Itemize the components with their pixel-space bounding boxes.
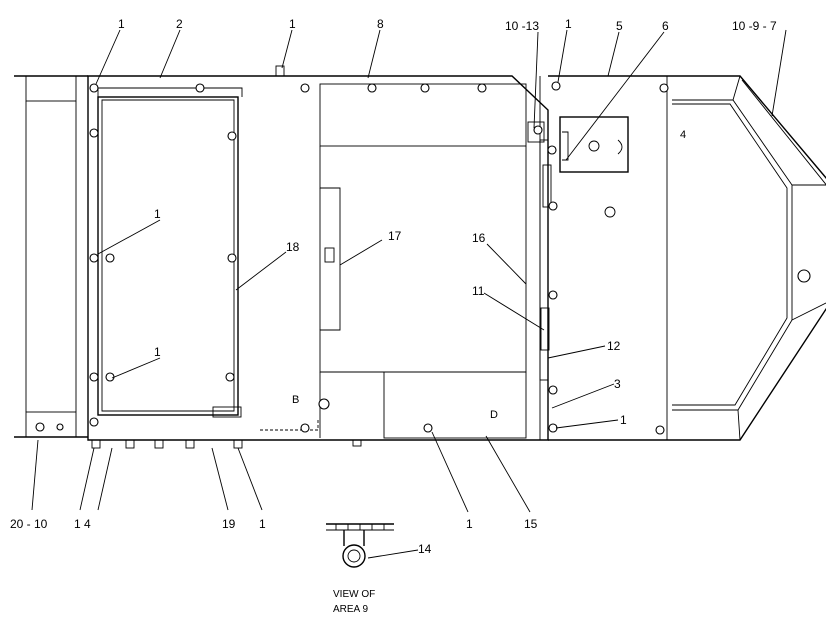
callout-1-left-low: 1 xyxy=(154,345,161,359)
callout-1-top-left: 1 xyxy=(118,17,125,31)
callout-1-bottom: 1 xyxy=(259,517,266,531)
access-cover-18 xyxy=(97,87,243,418)
callout-10-9-7: 10 -9 - 7 xyxy=(732,19,777,33)
callout-15: 15 xyxy=(524,517,538,531)
callout-11: 11 xyxy=(472,284,485,298)
receptacle-box-6 xyxy=(559,116,629,218)
callout-1-top-right: 1 xyxy=(565,17,572,31)
callout-14: 14 xyxy=(418,542,432,556)
callout-1-left-mid: 1 xyxy=(154,207,161,221)
mark-d: D xyxy=(490,409,498,421)
callout-10-13: 10 -13 xyxy=(505,19,539,33)
mark-a: 4 xyxy=(680,129,686,141)
center-panel xyxy=(260,83,527,439)
callout-19: 19 xyxy=(222,517,236,531)
callout-16: 16 xyxy=(472,231,486,245)
callout-6: 6 xyxy=(662,19,669,33)
inset-view-area-9 xyxy=(326,523,394,568)
view-caption-line1: VIEW OF xyxy=(333,589,375,600)
view-caption-line2: AREA 9 xyxy=(333,604,368,615)
callout-1-top: 1 xyxy=(289,17,296,31)
hinge-strip xyxy=(527,121,552,381)
callout-1-4: 1 4 xyxy=(74,517,91,531)
bottom-fasteners xyxy=(91,65,362,449)
bolt-holes xyxy=(35,81,669,435)
callout-12: 12 xyxy=(607,339,621,353)
plate-outline xyxy=(14,75,826,441)
callout-labels: 1 2 1 8 10 -13 1 5 6 10 -9 - 7 1 18 17 1… xyxy=(10,17,777,556)
callout-3: 3 xyxy=(614,377,621,391)
callout-8: 8 xyxy=(377,17,384,31)
callout-2: 2 xyxy=(176,17,183,31)
callout-5: 5 xyxy=(616,19,623,33)
callout-20-10: 20 - 10 xyxy=(10,517,48,531)
callout-1-right-low: 1 xyxy=(620,413,627,427)
callout-1-bottom-mid: 1 xyxy=(466,517,473,531)
leader-lines xyxy=(31,29,787,559)
mark-b: B xyxy=(292,394,299,406)
callout-18: 18 xyxy=(286,240,300,254)
callout-17: 17 xyxy=(388,229,402,243)
